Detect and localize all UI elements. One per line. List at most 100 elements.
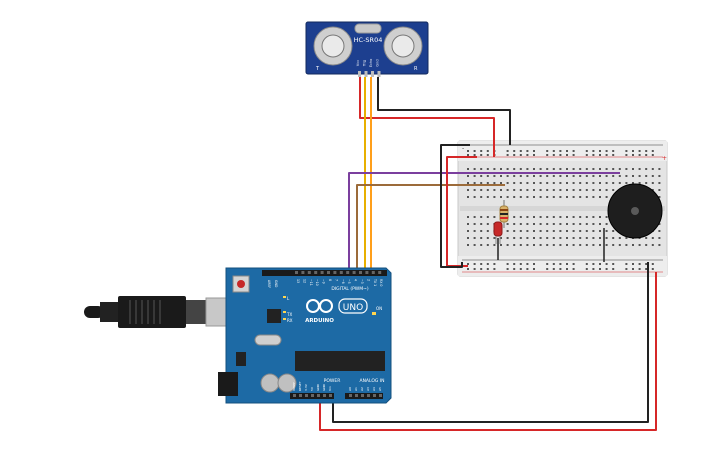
digital-pin[interactable] <box>333 271 337 274</box>
analog-pin[interactable] <box>367 394 370 397</box>
terminal-hole <box>480 175 483 177</box>
led[interactable] <box>493 221 503 244</box>
terminal-hole <box>546 175 549 177</box>
rail-hole <box>612 150 615 152</box>
rx-led-label: RX <box>287 318 293 323</box>
terminal-hole <box>599 196 601 198</box>
terminal-hole <box>533 216 535 218</box>
terminal-hole <box>539 189 542 191</box>
terminal-hole <box>546 216 549 218</box>
analog-pin[interactable] <box>361 394 364 397</box>
terminal-hole <box>513 223 516 225</box>
terminal-hole <box>486 175 489 177</box>
rail-hole <box>467 154 469 156</box>
terminal-hole <box>585 182 588 184</box>
terminal-hole <box>658 237 661 239</box>
terminal-hole <box>539 216 542 218</box>
digital-pin[interactable] <box>314 271 318 274</box>
terminal-hole <box>480 230 483 232</box>
terminal-hole <box>533 237 535 239</box>
digital-pin[interactable] <box>339 271 343 274</box>
terminal-hole <box>592 168 595 170</box>
tx-led-label: TX <box>286 312 292 317</box>
digital-pin[interactable] <box>301 271 305 274</box>
rail-hole <box>473 268 476 270</box>
sensor-pin-label: Vcc <box>356 60 360 66</box>
wire-sensor-gnd[interactable] <box>377 77 511 145</box>
terminal-hole <box>533 196 535 198</box>
arduino-uno[interactable]: ARDUINO UNO DIGITAL (PWM~) POWER ANALOG … <box>218 267 392 404</box>
terminal-hole <box>572 196 575 198</box>
digital-pin-label: 8 <box>328 279 332 281</box>
wire-led-signal[interactable] <box>356 184 505 272</box>
analog-pin[interactable] <box>349 394 352 397</box>
terminal-hole <box>579 196 582 198</box>
terminal-hole <box>605 237 608 239</box>
wire-5v-to-rail[interactable] <box>319 272 657 431</box>
terminal-hole <box>559 244 562 246</box>
reset-button[interactable] <box>237 280 245 288</box>
terminal-hole <box>552 223 555 225</box>
terminal-hole <box>473 196 476 198</box>
digital-pin[interactable] <box>371 271 375 274</box>
wire-buzzer-signal[interactable] <box>348 172 620 272</box>
power-pin[interactable] <box>323 394 326 397</box>
terminal-hole <box>526 182 529 184</box>
digital-pin-label: 2 <box>366 279 370 281</box>
terminal-hole <box>625 182 628 184</box>
terminal-hole <box>533 189 535 191</box>
analog-pin[interactable] <box>379 394 382 397</box>
terminal-hole <box>632 182 634 184</box>
digital-pin[interactable] <box>365 271 369 274</box>
piezo-buzzer[interactable] <box>607 183 663 239</box>
digital-pin[interactable] <box>295 271 298 274</box>
terminal-hole <box>539 244 542 246</box>
power-pin[interactable] <box>293 394 296 397</box>
rail-hole <box>467 150 469 152</box>
digital-pin[interactable] <box>359 271 362 274</box>
terminal-hole <box>539 168 542 170</box>
terminal-hole <box>585 230 588 232</box>
wire-rail-minus-jumper[interactable] <box>440 144 470 268</box>
digital-pin[interactable] <box>327 271 330 274</box>
analog-pin[interactable] <box>373 394 376 397</box>
rail-hole <box>651 263 654 265</box>
rail-hole <box>651 268 654 270</box>
breadboard[interactable]: - + <box>457 140 668 277</box>
breadboard-top-rails <box>458 141 667 161</box>
analog-pin[interactable] <box>355 394 358 397</box>
terminal-hole <box>513 189 516 191</box>
wire-gnd-to-rail[interactable] <box>332 262 649 423</box>
usb-plug-body <box>118 296 186 328</box>
usb-cable[interactable] <box>84 296 239 328</box>
rail-hole <box>592 263 595 265</box>
rail-hole <box>533 268 535 270</box>
terminal-hole <box>500 244 502 246</box>
terminal-hole <box>605 182 608 184</box>
digital-pin[interactable] <box>378 271 382 274</box>
terminal-hole <box>585 175 588 177</box>
terminal-hole <box>566 175 568 177</box>
power-pin[interactable] <box>299 394 302 397</box>
power-pin[interactable] <box>311 394 314 397</box>
wire-sensor-vcc[interactable] <box>359 77 495 157</box>
digital-pin[interactable] <box>307 271 311 274</box>
rail-hole <box>546 154 549 156</box>
terminal-hole <box>566 182 568 184</box>
power-pin[interactable] <box>329 394 332 397</box>
terminal-hole <box>645 244 648 246</box>
digital-pin[interactable] <box>346 271 350 274</box>
rail-hole <box>599 150 601 152</box>
digital-pin[interactable] <box>320 271 324 274</box>
power-pin[interactable] <box>317 394 320 397</box>
resistor-band-1 <box>500 209 508 211</box>
logo-loop-right <box>319 299 333 313</box>
terminal-hole <box>651 182 654 184</box>
resistor[interactable] <box>499 200 509 228</box>
power-pin[interactable] <box>305 394 308 397</box>
terminal-hole <box>546 168 549 170</box>
terminal-hole <box>559 230 562 232</box>
digital-pin[interactable] <box>352 271 356 274</box>
